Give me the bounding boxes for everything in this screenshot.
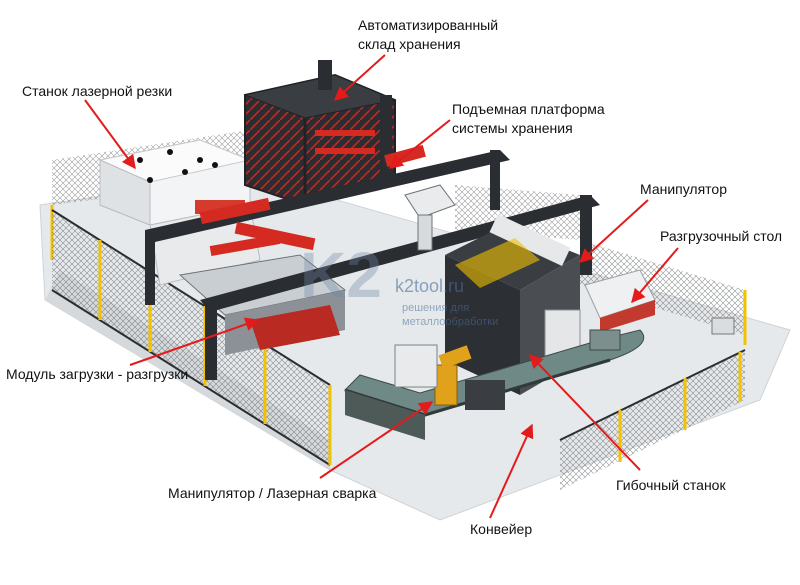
unloading-table (584, 269, 656, 332)
right-fence (559, 317, 746, 490)
arrow-bending-machine (529, 353, 641, 471)
arrow-welding (319, 401, 434, 479)
arrow-conveyor (489, 423, 534, 519)
watermark-site: k2tool.ru (395, 276, 465, 296)
front-fence (51, 209, 332, 466)
label-load-module: Модуль загрузки - разгрузки (6, 366, 189, 382)
watermark-logo: K2 (300, 239, 382, 311)
arrow-lift-platform (388, 119, 451, 169)
label-lift-platform-1: Подъемная платформа (452, 101, 605, 117)
label-conveyor: Конвейер (470, 521, 533, 537)
callout-arrows (84, 54, 679, 519)
watermark-tagline-1: решения для (402, 302, 470, 314)
label-bending-machine: Гибочный станок (616, 477, 726, 493)
laser-cutting-machine (98, 139, 261, 286)
label-laser-cutter: Станок лазерной резки (22, 83, 173, 99)
watermark-tagline-2: металлообработки (402, 316, 499, 328)
arrow-manipulator (578, 199, 649, 263)
arrow-unloading-table (631, 247, 679, 304)
welding-robot (394, 344, 505, 410)
arrow-laser-cutter (84, 99, 136, 170)
label-manipulator: Манипулятор (640, 181, 728, 197)
automated-warehouse (243, 60, 397, 207)
gantry-manipulator (404, 184, 456, 251)
arrow-warehouse (333, 54, 386, 101)
label-welding: Манипулятор / Лазерная сварка (168, 485, 377, 501)
arrow-load-module (129, 317, 260, 366)
label-lift-platform-2: системы хранения (452, 120, 573, 136)
label-unloading-table: Разгрузочный стол (660, 228, 783, 244)
label-warehouse-2: склад хранения (358, 36, 461, 52)
label-warehouse-1: Автоматизированный (358, 17, 499, 33)
conveyor (344, 329, 645, 440)
